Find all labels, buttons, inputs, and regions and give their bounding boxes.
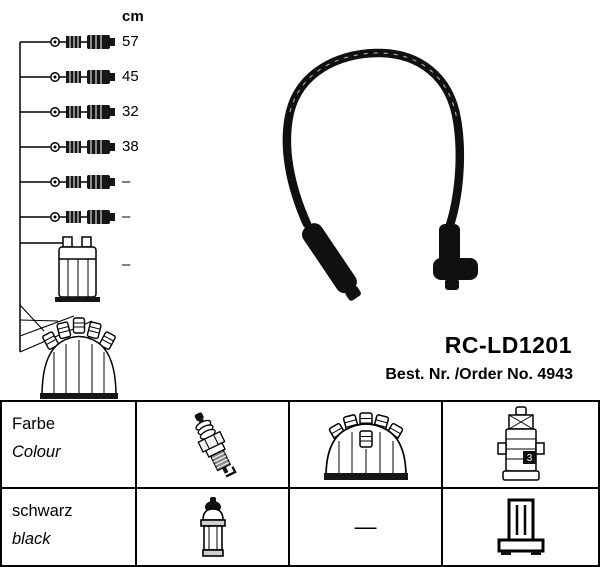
distributor-dash: — [354,514,377,539]
spec-table: Farbe Colour [0,400,600,567]
cable-length-3: 32 [122,103,139,120]
plug-boot-cell [137,489,290,565]
order-number: Best. Nr. /Order No. 4943 [385,366,573,383]
distributor-cap-drawing [40,317,118,399]
black-label: black [12,530,51,548]
coil-boot-cell [443,489,598,565]
farbe-label: Farbe [12,415,56,433]
cable-print-marking [289,52,458,121]
colour-label: Colour [12,443,61,461]
cable-length-4: 38 [122,138,139,155]
distributor-cap-cell [290,402,443,489]
colour-label-cell: Farbe Colour [2,402,137,489]
coil-length: – [122,256,131,273]
cable-row [19,209,116,225]
unit-label: cm [122,8,144,25]
coil-boot-icon [497,498,544,555]
ignition-coil-icon: 3 [496,405,545,481]
straight-boot [302,223,361,301]
elbow-boot [433,224,478,290]
spark-plug-cell [137,402,290,489]
product-code: RC-LD1201 [444,332,572,358]
terminal-boot-icon [199,497,226,557]
spark-plug-icon [194,411,237,478]
ignition-coil-drawing [20,236,100,302]
cable-row [19,174,116,190]
coil-terminal-marking: 3 [526,453,532,464]
cable-row [19,69,116,85]
schwarz-label: schwarz [12,502,73,520]
cable-length-6: – [122,208,131,225]
black-label-cell: schwarz black [2,489,137,565]
distributor-dash-cell: — [290,489,443,565]
ignition-coil-cell: 3 [443,402,598,489]
ignition-lead-image [282,48,478,301]
cable-length-5: – [122,173,131,190]
cable-length-2: 45 [122,68,139,85]
distributor-cap-icon [323,411,408,480]
cable-length-1: 57 [122,33,139,50]
cable-set-diagram [19,34,118,399]
cable-row [19,139,116,155]
cable-row [19,104,116,120]
cable-row [19,34,116,50]
